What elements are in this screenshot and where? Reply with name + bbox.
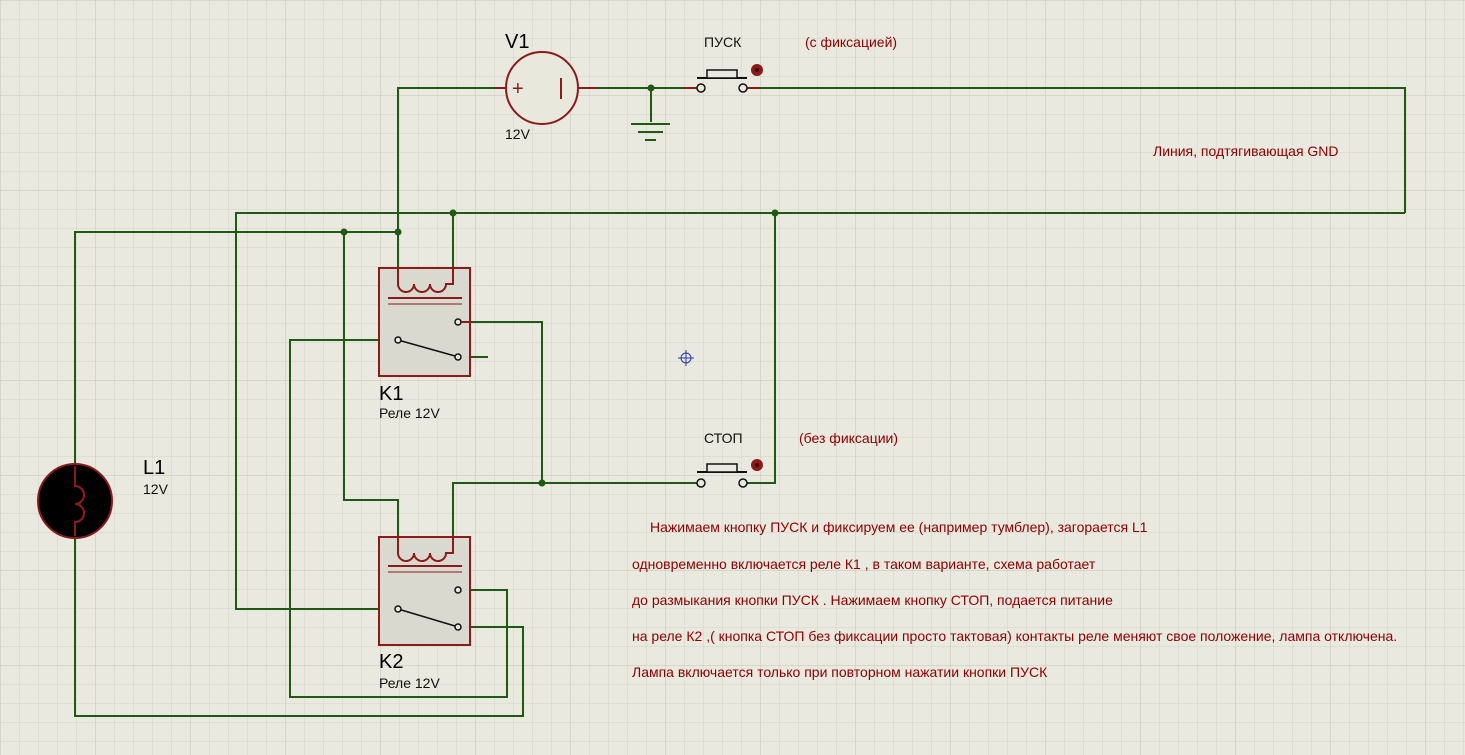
- lamp-l1[interactable]: L1 12V: [37, 457, 169, 539]
- voltage-source-v1[interactable]: + V1 12V: [495, 31, 597, 142]
- relay-k2[interactable]: K2 Реле 12V: [378, 536, 471, 691]
- coil-icon: [397, 268, 454, 293]
- description-line: Нажимаем кнопку ПУСК и фиксируем ее (нап…: [650, 519, 1148, 535]
- contact-terminal: [696, 83, 706, 93]
- wire-start-to-right[interactable]: [746, 87, 1406, 213]
- source-value: 12V: [505, 126, 531, 142]
- relay-k2-value: Реле 12V: [379, 675, 440, 691]
- wire-k1-common[interactable]: [289, 339, 508, 698]
- description-notes: Нажимаем кнопку ПУСК и фиксируем ее (нап…: [632, 519, 1397, 680]
- wire-k1-no[interactable]: [470, 321, 697, 484]
- wire-k2-coil-right[interactable]: [452, 482, 542, 537]
- start-button-note: (с фиксацией): [805, 34, 897, 50]
- stop-button-label: СТОП: [704, 430, 743, 446]
- wire-lamp-bottom[interactable]: [74, 536, 524, 717]
- contact-terminal: [696, 478, 706, 488]
- lamp-value: 12V: [143, 481, 169, 497]
- source-plus-sign: +: [512, 78, 524, 100]
- start-button-label: ПУСК: [704, 34, 742, 50]
- source-ref: V1: [505, 31, 529, 53]
- source-circle: [505, 51, 579, 125]
- relay-k1[interactable]: K1 Реле 12V: [378, 267, 471, 421]
- wires: [74, 87, 1406, 717]
- junctions: [340, 84, 779, 487]
- gnd-line-annotation: Линия, подтягивающая GND: [1153, 143, 1339, 159]
- stop-button[interactable]: СТОП (без фиксации): [696, 430, 898, 488]
- start-button[interactable]: ПУСК (с фиксацией): [684, 34, 897, 93]
- junction-node: [449, 209, 457, 217]
- description-line: одновременно включается реле К1 , в тако…: [632, 556, 1096, 572]
- contact-terminal: [738, 83, 748, 93]
- junction-node: [647, 84, 655, 92]
- stop-button-note: (без фиксации): [799, 430, 898, 446]
- crosshair-cursor-icon: [678, 350, 694, 366]
- junction-node: [340, 228, 348, 236]
- lamp-ref: L1: [143, 457, 165, 479]
- description-line: Лампа включается только при повторном на…: [632, 664, 1048, 680]
- relay-k1-value: Реле 12V: [379, 405, 440, 421]
- wire-stop-top[interactable]: [746, 213, 776, 484]
- coil-icon: [397, 537, 454, 562]
- lamp-body: [37, 463, 113, 539]
- relay-k2-ref: K2: [379, 651, 403, 673]
- contact-terminal: [738, 478, 748, 488]
- wire-v1-left[interactable]: [397, 87, 505, 232]
- junction-node: [771, 209, 779, 217]
- wire-lamp-top[interactable]: [74, 231, 399, 466]
- description-line: на реле К2 ,( кнопка СТОП без фиксации п…: [632, 628, 1397, 644]
- relay-k1-ref: K1: [379, 383, 403, 405]
- description-line: до размыкания кнопки ПУСК . Нажимаем кно…: [632, 592, 1113, 608]
- wire-k1-k2-coil[interactable]: [343, 232, 399, 537]
- junction-node: [538, 479, 546, 487]
- ground-symbol[interactable]: [631, 123, 670, 141]
- junction-node: [394, 228, 402, 236]
- wire-gnd-pull-line[interactable]: [235, 212, 1405, 610]
